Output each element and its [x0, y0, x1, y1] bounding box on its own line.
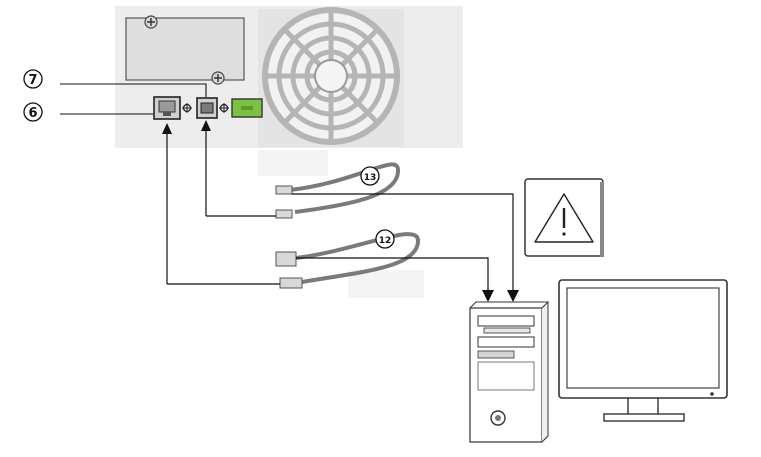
rj45-port-icon	[153, 96, 181, 120]
pc-tower	[469, 300, 549, 443]
network-symbol-icon	[182, 103, 192, 113]
callout-7-label: 7	[28, 73, 37, 88]
callout-6: 6	[23, 102, 153, 122]
screw-icon	[211, 71, 225, 85]
serial-to-pc-line	[296, 257, 494, 302]
warning-triangle-icon	[524, 178, 604, 257]
usb-to-pc-line	[292, 193, 519, 302]
green-connector	[231, 98, 263, 118]
fan-icon	[258, 7, 404, 147]
blank-label	[258, 150, 328, 176]
usb-port-icon	[196, 97, 218, 119]
usb-connection-line	[201, 120, 276, 217]
callout-13-label: 13	[364, 173, 377, 183]
blank-label	[348, 270, 424, 298]
callout-6-label: 6	[28, 106, 37, 121]
ups-rear-panel	[115, 6, 463, 148]
monitor	[558, 279, 728, 422]
cover-plate	[125, 17, 245, 81]
callout-12-label: 12	[379, 236, 392, 246]
serial-cable: 12	[275, 229, 420, 289]
screw-icon	[144, 15, 158, 29]
usb-cable: 13	[275, 162, 400, 219]
callout-7: 7	[23, 69, 207, 97]
usb-symbol-icon	[219, 103, 229, 113]
rj45-connection-line	[162, 123, 280, 285]
